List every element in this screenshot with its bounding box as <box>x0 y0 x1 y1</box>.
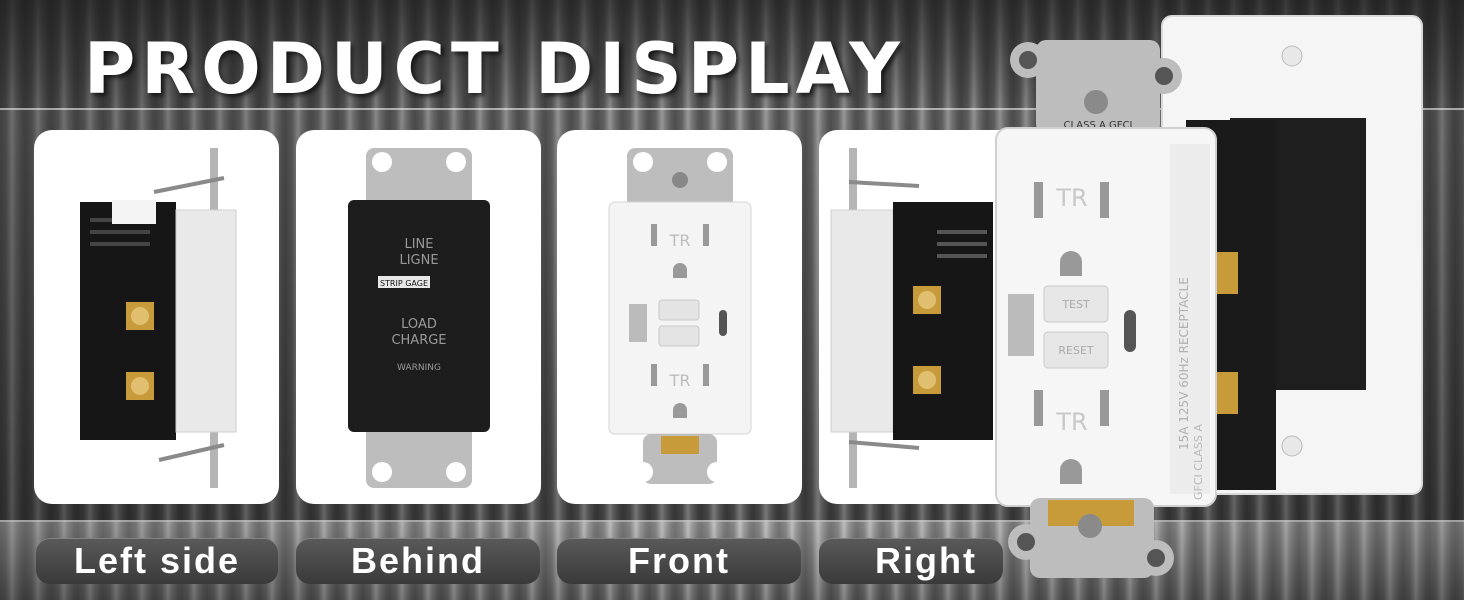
hero-tr-mark: TR <box>1055 184 1087 212</box>
view-label-behind[interactable]: Behind <box>296 538 540 584</box>
hero-test-button-label: TEST <box>1061 298 1090 311</box>
product-image-hero: CLASS A GFCI 15A 125V 60Hz RECEPTACLE GF… <box>995 15 1423 578</box>
front-tr-mark: TR <box>669 231 691 250</box>
divider-line <box>0 520 1464 522</box>
view-label-right[interactable]: Right <box>819 538 1003 584</box>
view-label-front[interactable]: Front <box>557 538 801 584</box>
hero-reset-button-label: RESET <box>1058 344 1094 357</box>
product-image-front: TR TR <box>557 130 802 504</box>
hero-side-rating: 15A 125V 60Hz RECEPTACLE <box>1177 277 1191 450</box>
back-strip-gage-text: STRIP GAGE <box>380 279 428 288</box>
hero-strap-label: CLASS A GFCI <box>1064 120 1133 131</box>
hero-side-class: GFCI CLASS A <box>1192 424 1205 500</box>
back-line-text: LINE <box>404 237 433 252</box>
back-warning-text: WARNING <box>397 363 441 373</box>
back-charge-text: CHARGE <box>391 333 446 348</box>
view-label-left-side[interactable]: Left side <box>36 538 278 584</box>
product-image-left-side <box>34 130 279 504</box>
back-load-text: LOAD <box>401 317 437 332</box>
page-title: PRODUCT DISPLAY <box>84 28 906 110</box>
product-image-behind: LINE LIGNE STRIP GAGE LOAD CHARGE WARNIN… <box>296 130 541 504</box>
front-tr-mark-lower: TR <box>669 371 691 390</box>
hero-tr-mark-lower: TR <box>1055 408 1087 436</box>
back-ligne-text: LIGNE <box>399 253 438 268</box>
divider-line <box>0 108 1464 110</box>
